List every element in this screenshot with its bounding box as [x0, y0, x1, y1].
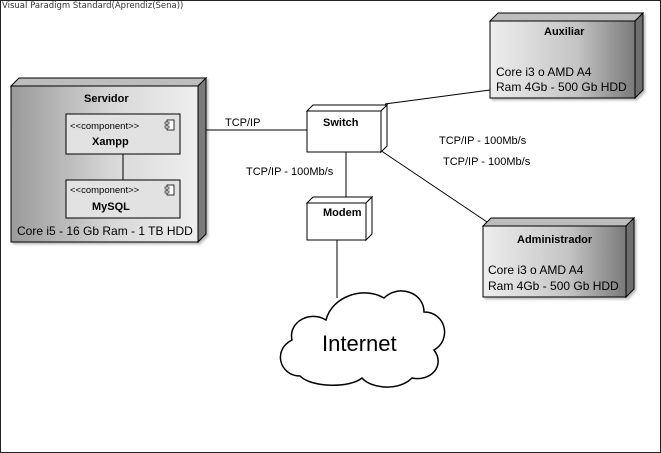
node-switch[interactable]: [305, 103, 389, 154]
edge-label-switch-auxiliar: TCP/IP - 100Mb/s: [439, 135, 527, 147]
auxiliar-spec-line2: Ram 4Gb - 500 Gb HDD: [496, 80, 627, 94]
component-xampp[interactable]: [65, 113, 181, 155]
edge-label-switch-admin: TCP/IP - 100Mb/s: [443, 156, 531, 168]
servidor-spec: Core i5 - 16 Gb Ram - 1 TB HDD: [17, 224, 193, 238]
edge-label-servidor-switch: TCP/IP: [225, 117, 261, 129]
mysql-stereotype: <<component>>: [70, 185, 140, 196]
auxiliar-spec-line1: Core i3 o AMD A4: [496, 65, 592, 79]
xampp-stereotype: <<component>>: [70, 121, 140, 132]
cloud-shape[interactable]: [279, 290, 446, 388]
administrador-spec-line1: Core i3 o AMD A4: [488, 263, 584, 277]
administrador-title: Administrador: [517, 234, 593, 246]
watermark: Visual Paradigm Standard(Aprendiz(Sena)): [2, 1, 184, 11]
component-icon: [166, 184, 175, 196]
edge-switch-auxiliar: [384, 89, 491, 105]
component-icon: [166, 119, 175, 131]
mysql-label: MySQL: [92, 201, 130, 213]
node-administrador[interactable]: [481, 216, 636, 299]
modem-title: Modem: [323, 207, 362, 219]
edge-label-switch-modem: TCP/IP - 100Mb/s: [246, 166, 334, 178]
node-modem[interactable]: [305, 195, 374, 242]
administrador-spec-line2: Ram 4Gb - 500 Gb HDD: [488, 279, 619, 293]
xampp-label: Xampp: [92, 136, 129, 148]
component-mysql[interactable]: [65, 179, 181, 219]
servidor-title: Servidor: [84, 93, 129, 105]
switch-title: Switch: [323, 117, 359, 129]
edge-switch-admin: [379, 149, 491, 225]
internet-label: Internet: [322, 331, 397, 356]
node-auxiliar[interactable]: [488, 11, 645, 100]
auxiliar-title: Auxiliar: [544, 26, 585, 38]
